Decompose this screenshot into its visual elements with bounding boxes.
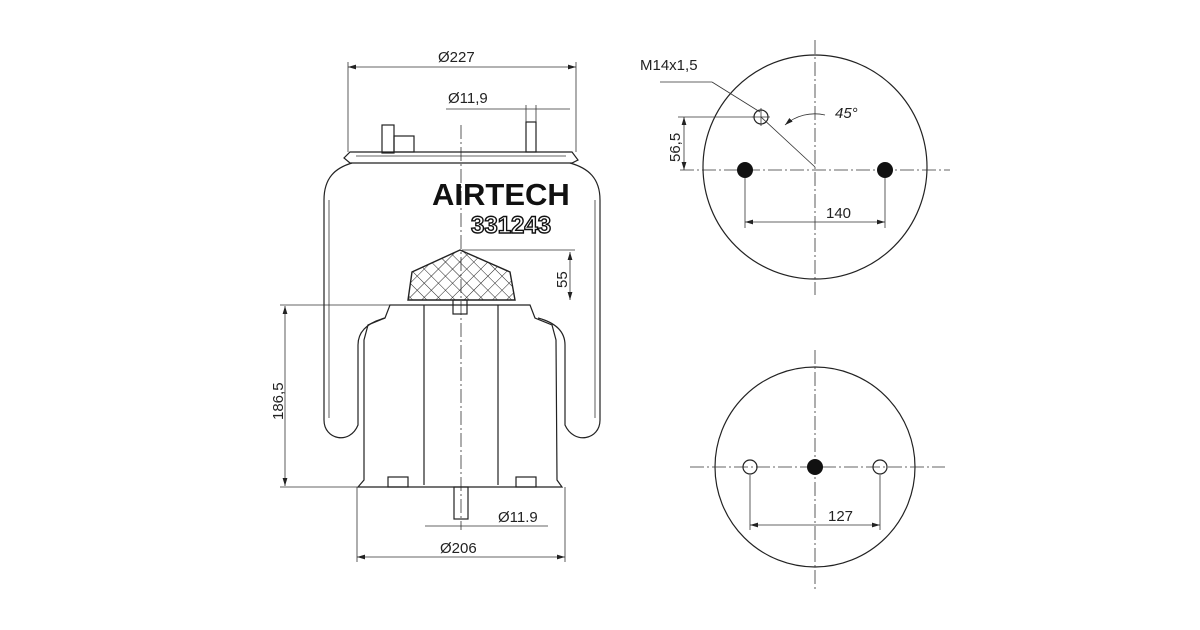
hole-right [872, 459, 888, 475]
dim-angle: 45° [835, 105, 858, 122]
bump-stop [407, 249, 516, 301]
stud-hole-left [737, 162, 753, 178]
air-spring-side-view: AIRTECH 331243 Ø227 Ø11,9 55 186,5 Ø11.9… [270, 49, 601, 562]
brand-logo: AIRTECH [432, 177, 570, 212]
top-plate-view: 45° M14x1,5 56,5 140 [640, 40, 950, 295]
air-fitting [393, 135, 415, 153]
dim-piston-height: 186,5 [270, 382, 287, 420]
dim-stud-spacing: 140 [826, 205, 851, 222]
bottom-plate-view: 127 [690, 350, 945, 590]
dim-offset: 56,5 [667, 133, 684, 162]
bottom-stud [453, 486, 469, 520]
piston [356, 304, 564, 488]
center-stud [807, 459, 823, 475]
dim-top-diameter: Ø227 [438, 49, 475, 66]
hole-left [742, 459, 758, 475]
part-number: 331243 [471, 212, 551, 239]
top-stud-right [525, 121, 537, 153]
dim-hole-spacing: 127 [828, 508, 853, 525]
stud-hole-right [877, 162, 893, 178]
dim-bottom-diameter: Ø206 [440, 540, 477, 557]
bellows-right [537, 162, 601, 439]
dim-thread: M14x1,5 [640, 57, 698, 74]
dim-bumper-height: 55 [554, 271, 571, 288]
dim-bottom-stud: Ø11.9 [498, 509, 538, 526]
dim-top-stud: Ø11,9 [448, 90, 488, 107]
bellows-left [323, 162, 386, 439]
top-stud-left [381, 124, 395, 154]
